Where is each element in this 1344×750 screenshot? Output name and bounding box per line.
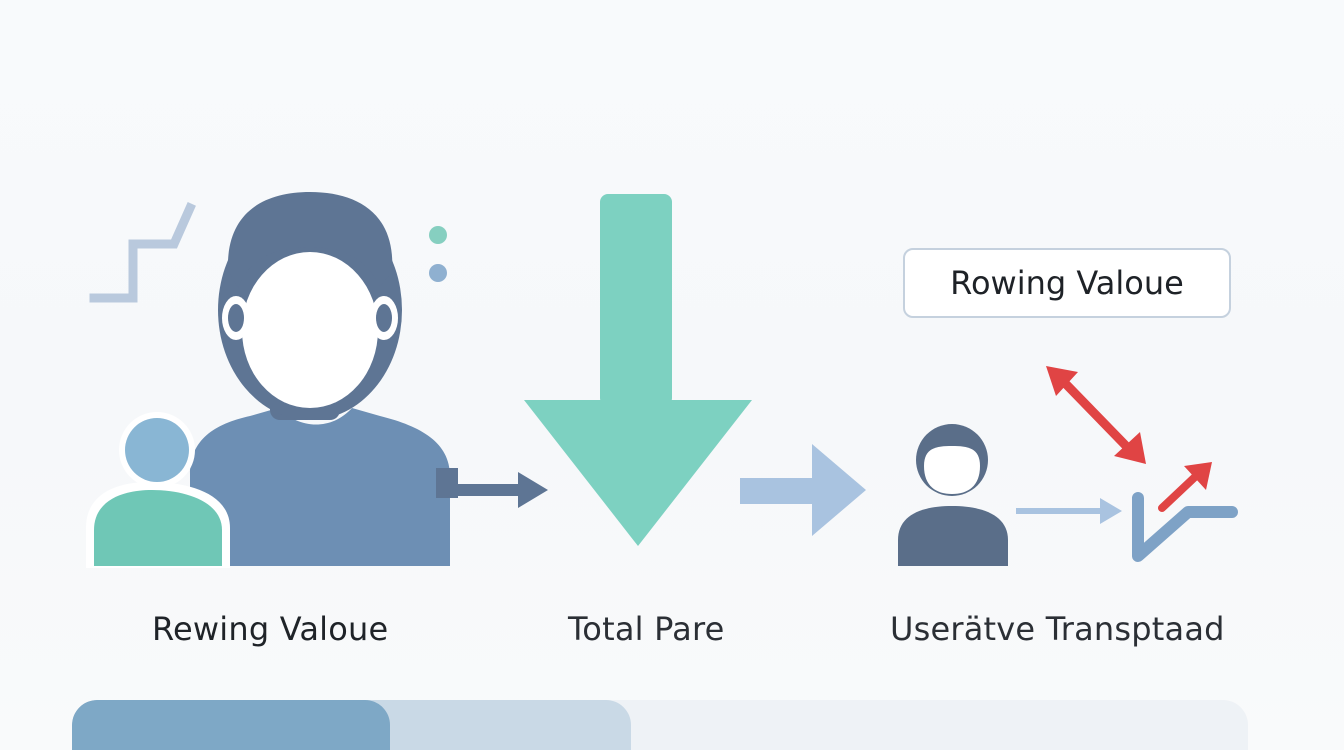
right-person-icon (898, 424, 1008, 566)
connector-arrow-icon (436, 468, 548, 508)
value-box-text: Rowing Valoue (950, 264, 1184, 302)
label-left: Rewing Valoue (152, 610, 389, 648)
progress-bar (72, 700, 1248, 750)
label-center: Total Pare (568, 610, 725, 648)
small-person-icon (86, 412, 230, 568)
double-arrow-icon (1046, 366, 1146, 464)
label-right: Userätve Transptaad (890, 610, 1225, 648)
arrow-right-icon (740, 444, 866, 536)
thin-arrow-icon (1016, 498, 1122, 524)
zigzag-line-icon (89, 202, 196, 303)
value-box: Rowing Valoue (903, 248, 1231, 318)
arrow-down-icon (524, 194, 752, 546)
dots-icon (429, 226, 447, 282)
large-person-icon (190, 192, 450, 566)
progress-primary-fill (72, 700, 390, 750)
trend-up-icon (1132, 462, 1238, 562)
